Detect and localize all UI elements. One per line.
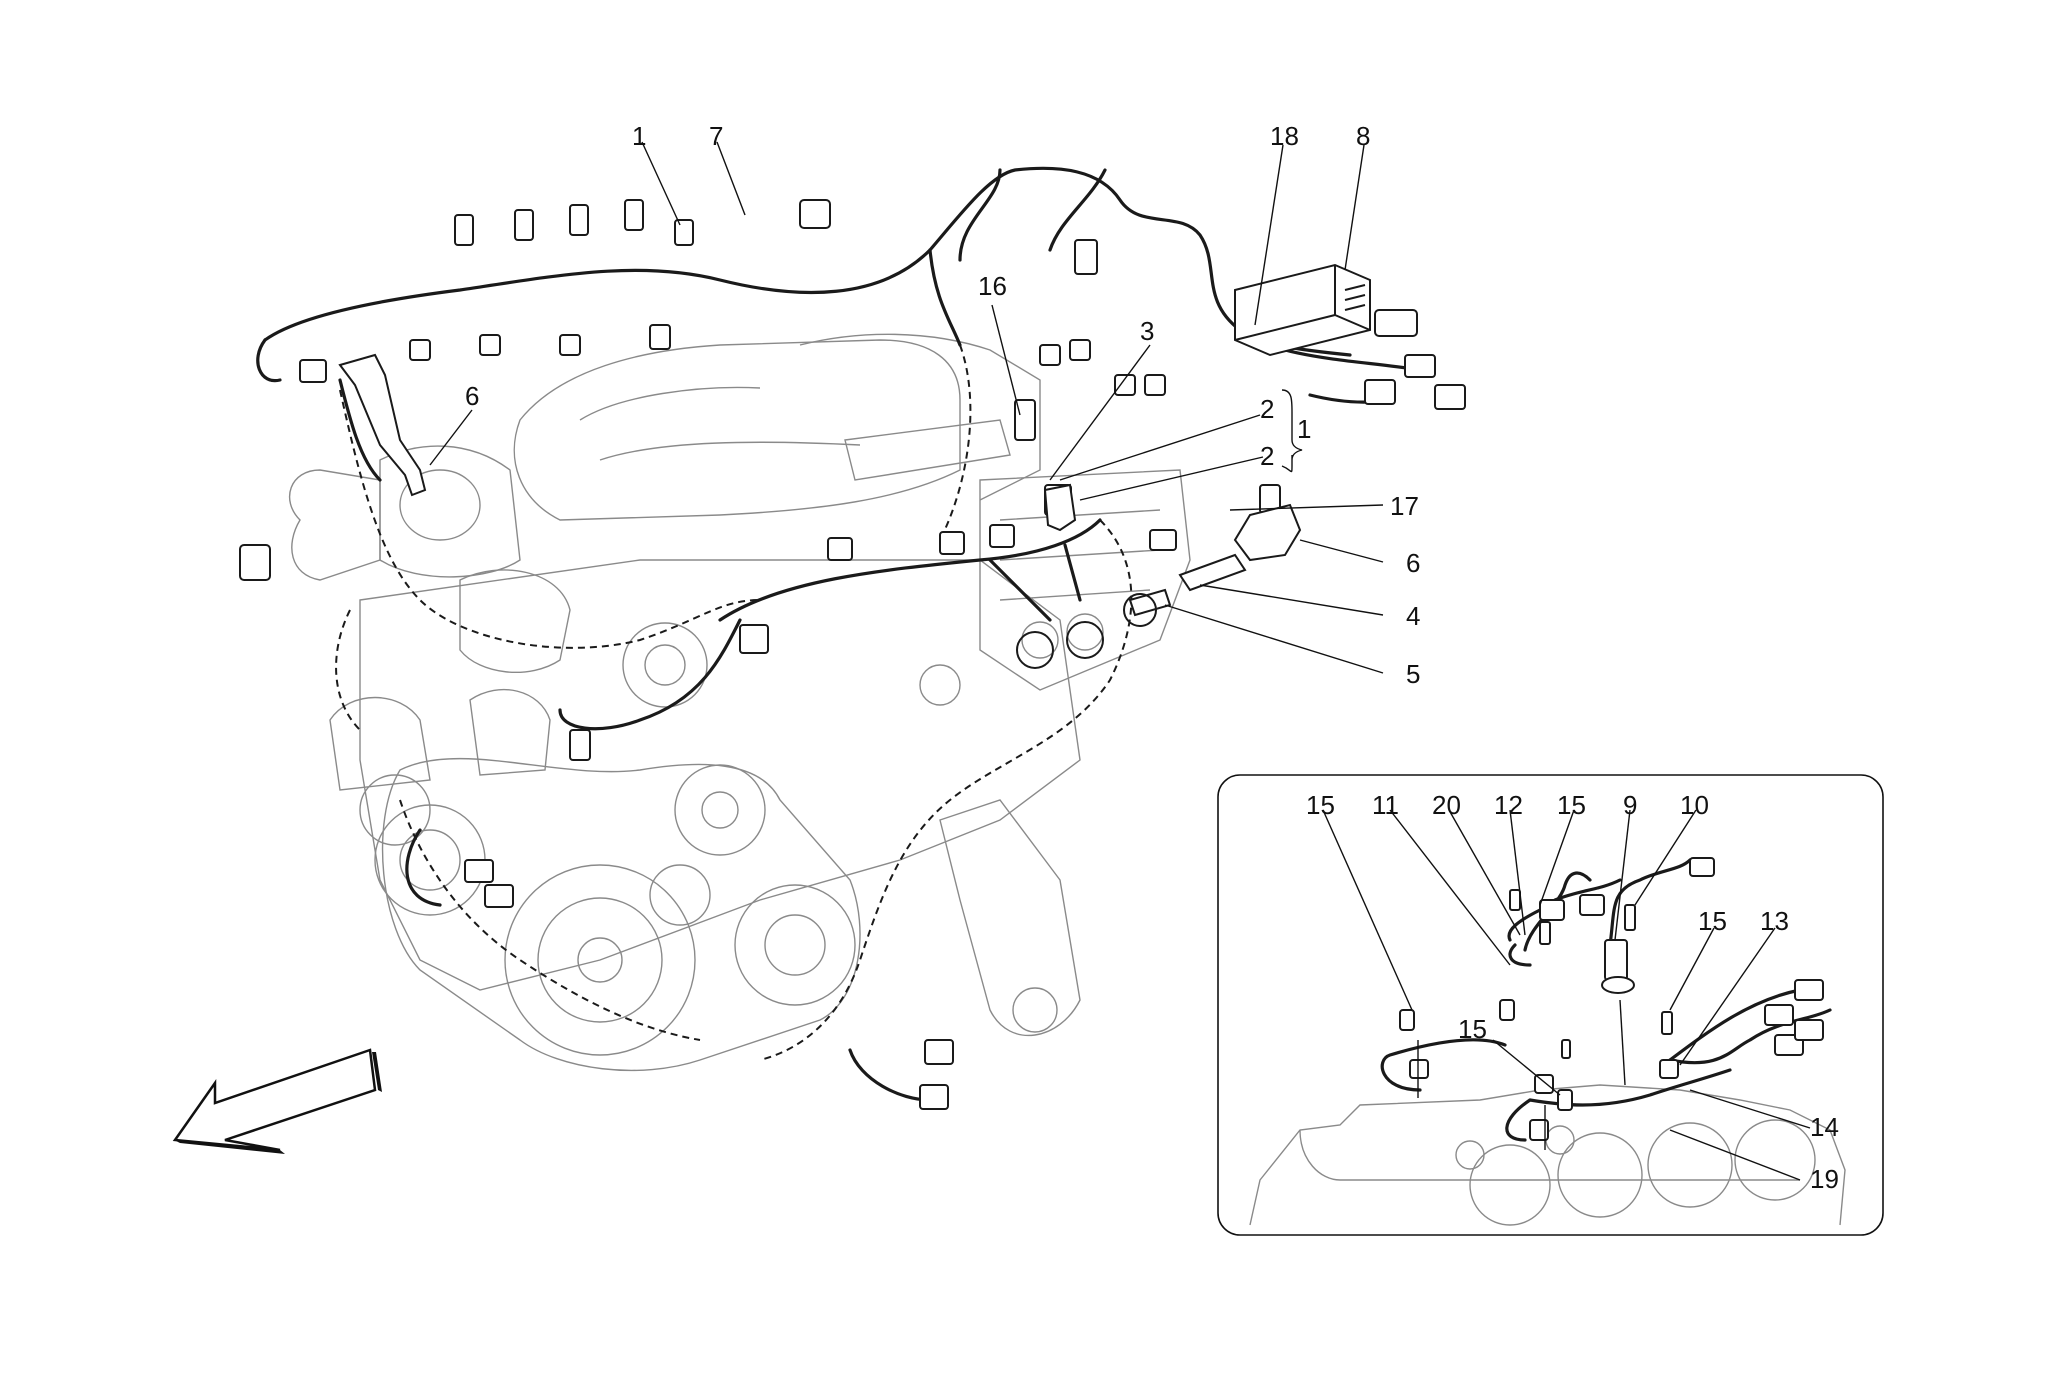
callout-1-group: 1 bbox=[1297, 414, 1311, 444]
callout-16: 16 bbox=[978, 271, 1007, 301]
callout-3: 3 bbox=[1140, 316, 1154, 346]
front-direction-arrow-icon bbox=[172, 1048, 382, 1154]
callout-6-left: 6 bbox=[465, 381, 479, 411]
callout-7: 7 bbox=[709, 121, 723, 151]
engine-block-drawing bbox=[289, 333, 1191, 1072]
callout-2-upper: 2 bbox=[1260, 394, 1274, 424]
callout-2-lower: 2 bbox=[1260, 441, 1274, 471]
callout-10: 10 bbox=[1680, 790, 1709, 820]
callout-15-b: 15 bbox=[1557, 790, 1586, 820]
callout-4: 4 bbox=[1406, 601, 1420, 631]
wiring-harness bbox=[256, 166, 1422, 1102]
callout-15-d: 15 bbox=[1458, 1014, 1487, 1044]
callout-13: 13 bbox=[1760, 906, 1789, 936]
main-leader-lines bbox=[429, 141, 1384, 674]
callout-5: 5 bbox=[1406, 659, 1420, 689]
main-callouts: 1 7 18 8 16 3 6 2 1 2 17 6 4 5 bbox=[465, 121, 1420, 689]
callout-18: 18 bbox=[1270, 121, 1299, 151]
connectors bbox=[239, 199, 1466, 1110]
callout-6-right: 6 bbox=[1406, 548, 1420, 578]
callout-1-top: 1 bbox=[632, 121, 646, 151]
callout-12: 12 bbox=[1494, 790, 1523, 820]
callout-8: 8 bbox=[1356, 121, 1370, 151]
callout-20: 20 bbox=[1432, 790, 1461, 820]
callout-9: 9 bbox=[1623, 790, 1637, 820]
callout-19: 19 bbox=[1810, 1164, 1839, 1194]
callout-11: 11 bbox=[1372, 790, 1399, 820]
inset-detail-panel: 15 11 20 12 15 9 10 15 13 15 14 19 bbox=[1217, 774, 1884, 1236]
callout-14: 14 bbox=[1810, 1112, 1839, 1142]
callout-15-c: 15 bbox=[1698, 906, 1727, 936]
callout-15-a: 15 bbox=[1306, 790, 1335, 820]
callout-17: 17 bbox=[1390, 491, 1419, 521]
